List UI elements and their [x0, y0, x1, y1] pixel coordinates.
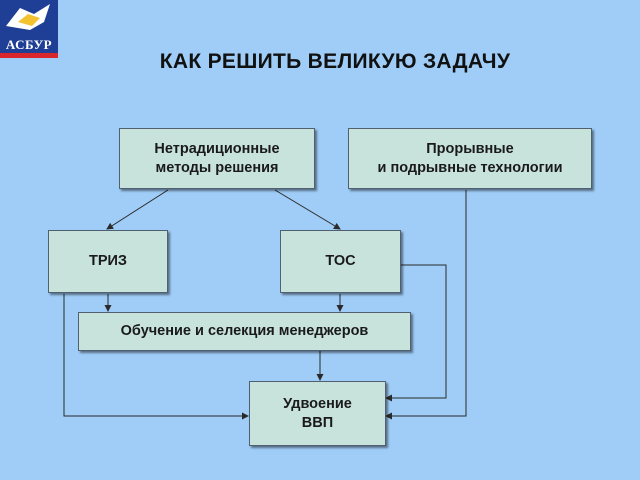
box-manager-training: Обучение и селекция менеджеров: [78, 312, 411, 351]
slide-title: КАК РЕШИТЬ ВЕЛИКУЮ ЗАДАЧУ: [159, 50, 511, 73]
arrow-triz-to-gdp: [63, 294, 249, 420]
box-toc: ТОС: [280, 230, 401, 293]
logo-text: АСБУР: [5, 37, 53, 52]
box-toc-label: ТОС: [325, 253, 356, 270]
logo-emblem-icon: [0, 0, 58, 58]
asbur-logo: АСБУР: [0, 0, 58, 58]
box-breakthrough-line1: Прорывные: [426, 140, 514, 157]
box-triz-label: ТРИЗ: [88, 253, 128, 270]
box-nontraditional-line2: методы решения: [155, 159, 279, 176]
arrow-nontraditional-to-toc: [274, 189, 341, 230]
box-nontraditional-methods: Нетрадиционные методы решения: [119, 128, 315, 189]
box-gdp-doubling: Удвоение ВВП: [249, 381, 386, 446]
box-gdp-line1: Удвоение: [283, 395, 352, 412]
box-breakthrough-technologies: Прорывные и подрывные технологии: [348, 128, 592, 189]
box-training-label: Обучение и селекция менеджеров: [120, 323, 369, 340]
arrow-breakthrough-to-gdp: [385, 190, 467, 420]
arrow-nontraditional-to-triz: [106, 189, 169, 230]
box-triz: ТРИЗ: [48, 230, 168, 293]
box-gdp-line2: ВВП: [301, 414, 334, 431]
box-nontraditional-line1: Нетрадиционные: [154, 140, 280, 157]
arrow-toc-to-gdp: [385, 264, 447, 402]
box-breakthrough-line2: и подрывные технологии: [377, 159, 563, 176]
